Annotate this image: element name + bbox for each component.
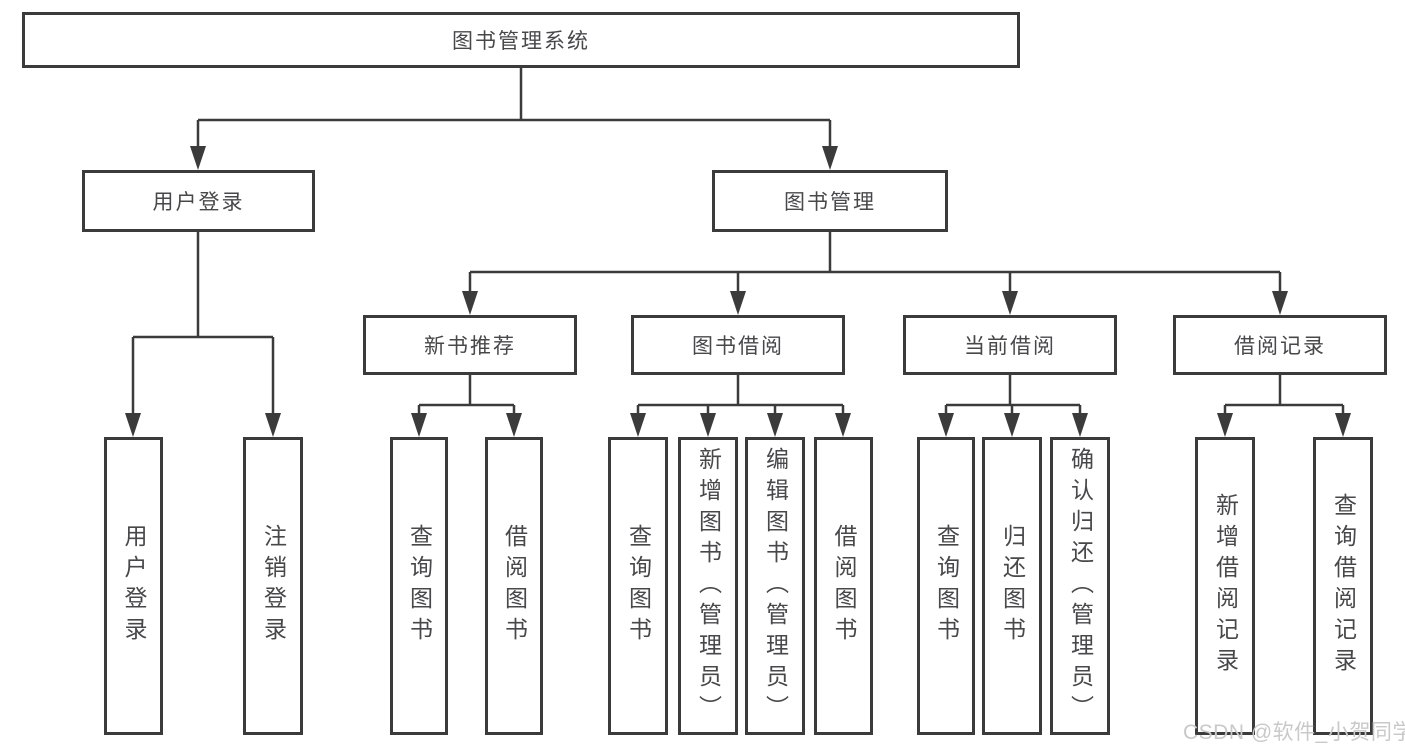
node-new-book-recommendation-label: 新书推荐 [424,335,516,358]
node-book-borrowing: 图书借阅 [631,315,845,375]
connector-root-to-level2 [190,68,838,170]
node-borrowing-records: 借阅记录 [1173,315,1387,375]
leaf-add-book-admin: 新增图书（管理员） [678,437,738,735]
leaf-query-books-newbooks: 查询图书 [390,437,448,735]
leaf-edit-book-admin: 编辑图书（管理员） [745,437,805,735]
leaf-query-books-borrowing: 查询图书 [608,437,668,735]
leaf-confirm-return-admin: 确认归还（管理员） [1050,437,1110,735]
connector-user-login-to-leaves [125,232,281,437]
node-borrowing-records-label: 借阅记录 [1234,335,1326,358]
leaf-borrow-books-newbooks: 借阅图书 [485,437,543,735]
node-current-borrowing-label: 当前借阅 [964,335,1056,358]
node-root: 图书管理系统 [22,12,1020,68]
node-book-borrowing-label: 图书借阅 [692,335,784,358]
connector-borrow-records-to-leaves [1217,375,1351,437]
node-book-management: 图书管理 [712,170,948,232]
node-book-management-label: 图书管理 [784,191,876,214]
connector-book-borrow-to-leaves [630,375,851,437]
csdn-watermark: CSDN @软件_小贺同学 [1183,721,1405,744]
node-user-login: 用户登录 [82,170,315,232]
node-root-label: 图书管理系统 [452,30,590,53]
node-new-book-recommendation: 新书推荐 [363,315,577,375]
connector-current-borrow-to-leaves [938,375,1088,437]
connector-new-book-to-leaves [411,375,522,437]
connector-book-management-to-level3 [462,232,1288,315]
leaf-query-borrow-record: 查询借阅记录 [1313,437,1373,735]
leaf-add-borrow-record: 新增借阅记录 [1195,437,1255,735]
leaf-user-login: 用户登录 [104,437,163,735]
leaf-return-books: 归还图书 [982,437,1042,735]
node-user-login-label: 用户登录 [152,191,245,214]
leaf-borrow-books-borrowing: 借阅图书 [814,437,873,735]
node-current-borrowing: 当前借阅 [903,315,1117,375]
leaf-query-books-current: 查询图书 [917,437,975,735]
leaf-logout: 注销登录 [243,437,303,735]
